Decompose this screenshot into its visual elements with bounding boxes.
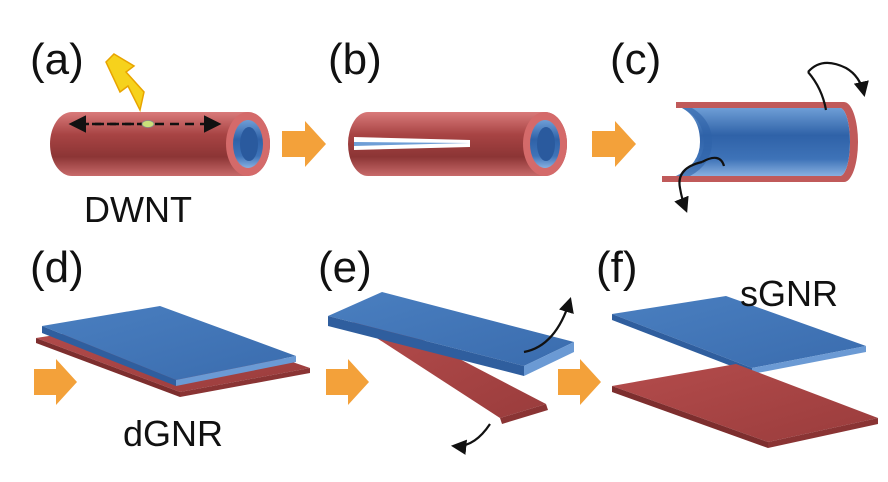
separating-ribbons [328, 292, 574, 455]
dwnt-tube [50, 112, 270, 176]
dgnr-stack [36, 306, 310, 397]
sgnr-label: sGNR [740, 273, 838, 314]
panel-label-c: (c) [610, 35, 661, 84]
slit-tube [348, 112, 567, 176]
process-arrow-icon [326, 359, 369, 405]
panel-label-d: (d) [30, 243, 84, 292]
lightning-bolt-icon [105, 53, 145, 113]
panel-label-b: (b) [328, 35, 382, 84]
defect-spot [141, 120, 155, 128]
rotation-arrow-icon [807, 61, 869, 98]
process-arrow-icon [558, 359, 601, 405]
opening-tube [662, 61, 869, 213]
panel-label-f: (f) [596, 243, 638, 292]
dgnr-label: dGNR [123, 413, 223, 454]
process-arrow-icon [282, 121, 326, 167]
process-arrow-icon [592, 121, 636, 167]
sgnr-ribbons [612, 296, 878, 448]
rotation-arrow-icon [674, 160, 703, 213]
dwnt-label: DWNT [84, 189, 192, 230]
panel-label-e: (e) [318, 243, 372, 292]
process-arrow-icon [34, 359, 77, 405]
panel-label-a: (a) [30, 35, 84, 84]
rotation-arrow-icon [450, 423, 491, 455]
rotation-arrow-icon [523, 297, 574, 354]
